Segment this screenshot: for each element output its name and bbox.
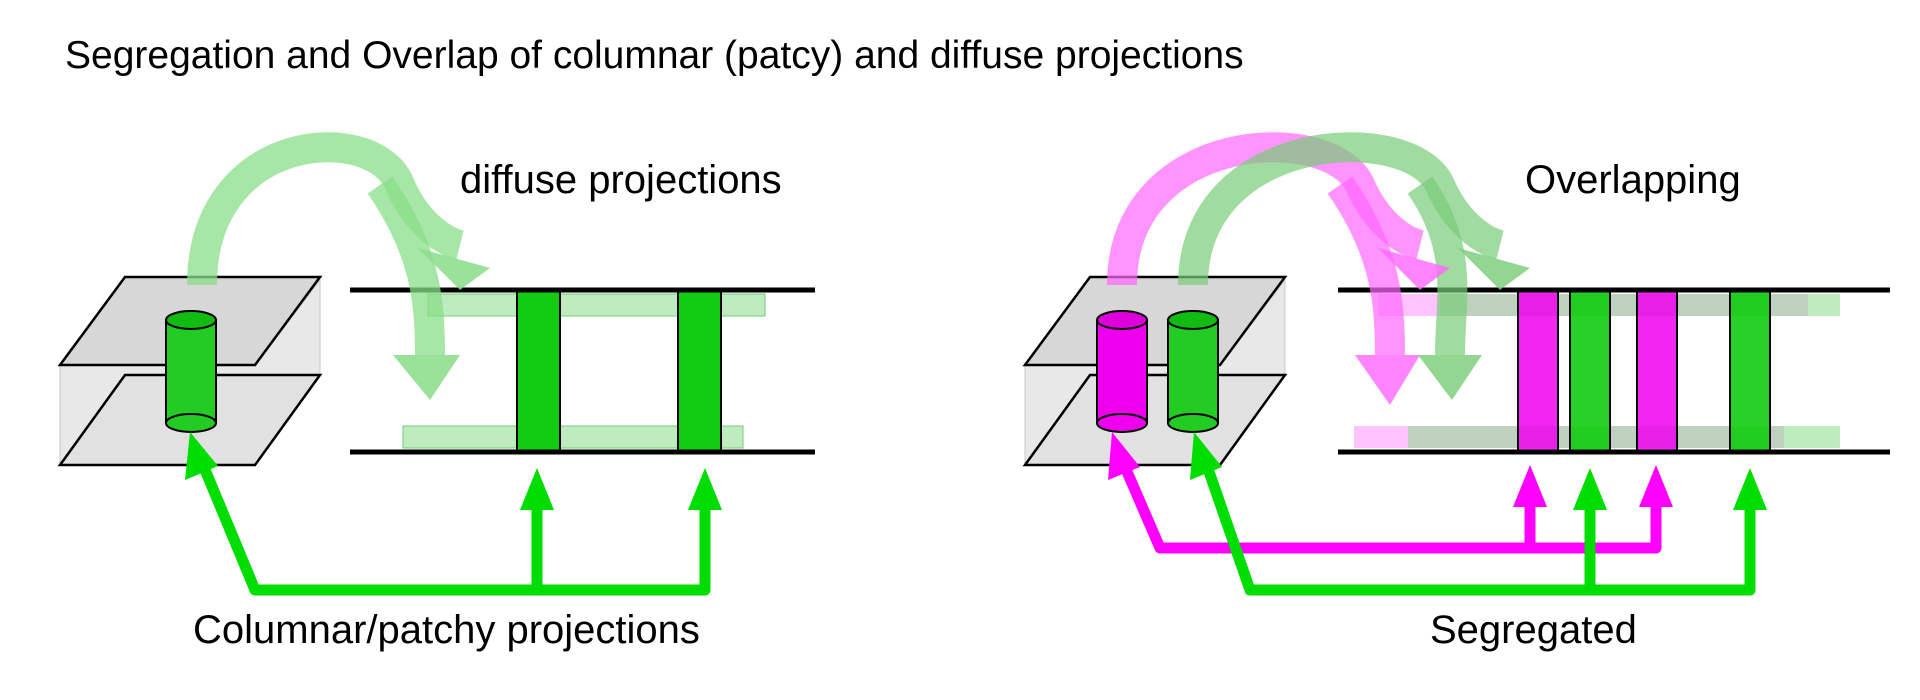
right-green-arrowhead-2 <box>1733 468 1767 510</box>
right-green-arrowhead-1 <box>1573 468 1607 510</box>
left-patch-column-1 <box>516 289 561 453</box>
left-diffuse-band-bottom <box>402 425 744 449</box>
right-magenta-arrowhead-source <box>1108 432 1140 480</box>
left-columnar-arrows <box>185 432 722 596</box>
right-target-layer <box>1338 287 1890 455</box>
right-patch-green-2 <box>1729 289 1771 453</box>
right-diffuse-arrowhead-magenta-1 <box>1378 248 1450 290</box>
left-diffuse-arrow-2 <box>367 176 445 356</box>
right-diffuse-band-bottom-green <box>1408 426 1840 448</box>
right-patch-magenta-2 <box>1636 289 1678 453</box>
right-magenta-main-path <box>1116 457 1662 554</box>
right-diffuse-arrow-green-2 <box>1407 176 1468 356</box>
right-diffuse-arrowhead-green-2 <box>1418 355 1482 400</box>
left-diffuse-arrowhead-2 <box>393 355 460 400</box>
left-patch-column-2 <box>677 289 722 453</box>
right-patch-green-1 <box>1569 289 1611 453</box>
left-cortex-block <box>57 275 323 467</box>
right-magenta-arrowhead-1 <box>1513 465 1547 507</box>
left-top-label: diffuse projections <box>460 158 782 202</box>
diagram-title: Segregation and Overlap of columnar (pat… <box>65 34 1244 77</box>
left-columnar-main-path <box>195 457 711 596</box>
right-bottom-label: Segregated <box>1430 608 1637 652</box>
right-segregated-arrows <box>1108 432 1767 596</box>
left-diffuse-arrowhead-1 <box>418 248 490 290</box>
right-cortex-block <box>1022 275 1288 467</box>
left-diffuse-arrow-1 <box>187 132 465 286</box>
right-green-column <box>1167 310 1219 433</box>
right-patch-magenta-1 <box>1517 289 1559 453</box>
left-diffuse-arrows <box>187 132 465 356</box>
right-green-arrowhead-source <box>1190 432 1222 480</box>
left-columnar-arrowhead-1 <box>520 468 554 510</box>
right-top-label: Overlapping <box>1525 158 1741 202</box>
left-panel: diffuse projections Columnar/patchy proj… <box>57 132 815 652</box>
right-magenta-column <box>1096 310 1148 433</box>
right-diffuse-arrowhead-green-1 <box>1458 248 1530 290</box>
right-diffuse-arrowhead-magenta-2 <box>1355 355 1420 405</box>
left-target-layer <box>350 287 815 455</box>
left-bottom-label: Columnar/patchy projections <box>193 608 700 652</box>
left-columnar-arrowhead-2 <box>688 468 722 510</box>
left-green-column <box>165 310 217 433</box>
right-diffuse-arrow-green-1 <box>1178 132 1505 286</box>
right-panel: Overlapping Segregated <box>1022 132 1890 652</box>
right-magenta-arrowhead-2 <box>1639 465 1673 507</box>
right-diffuse-arrows <box>1107 132 1505 356</box>
right-block-bottom-face <box>1022 373 1288 467</box>
right-green-main-path <box>1199 458 1756 596</box>
right-diffuse-arrow-magenta-2 <box>1327 176 1405 356</box>
left-columnar-arrowhead-source <box>185 432 218 480</box>
right-block-top-face <box>1022 275 1288 367</box>
